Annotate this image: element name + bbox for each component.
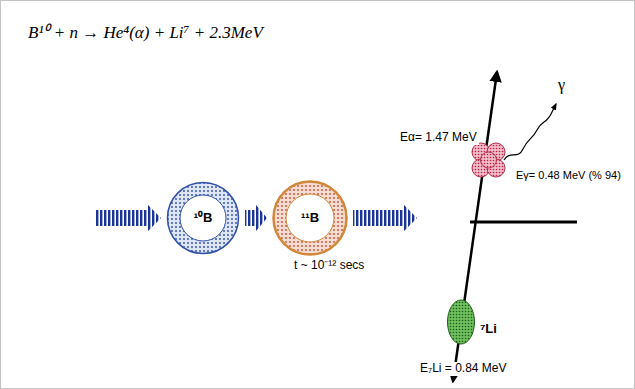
gamma-symbol: γ <box>556 76 567 94</box>
gamma-energy: Eγ= 0.48 MeV (% 94) <box>514 169 623 182</box>
nucleus-ring <box>274 182 347 255</box>
nucleon <box>481 152 497 168</box>
decay-point-bar <box>470 221 577 224</box>
capture-arrow <box>245 205 267 231</box>
nucleus-outline <box>446 298 476 346</box>
lithium-blob <box>448 300 475 344</box>
nucleus-label: ⁷Li <box>480 322 499 336</box>
gamma-wave-arrow <box>504 104 556 160</box>
boron-11-nucleus: ¹¹B <box>272 180 348 256</box>
nucleus-core <box>180 195 226 241</box>
nucleus-label: ¹¹B <box>301 211 319 225</box>
lifetime-note: t ~ 10⁻¹² secs <box>292 259 366 273</box>
alpha-energy: Eα= 1.47 MeV <box>398 131 479 145</box>
reaction-equation: B¹⁰ + n → He⁴(α) + Li⁷ + 2.3MeV <box>28 20 263 43</box>
nucleus-ring <box>168 183 239 254</box>
lithium-energy: E₇Li = 0.84 MeV <box>418 362 509 376</box>
nucleus-label: ¹⁰B <box>194 211 213 225</box>
neutron-beam-arrow <box>96 205 161 231</box>
nucleus-core <box>286 194 334 242</box>
lithium-7-nucleus: ⁷Li <box>446 298 499 346</box>
decay-arrow <box>353 205 417 231</box>
boron-10-nucleus: ¹⁰B <box>166 181 240 255</box>
alpha-particle <box>472 143 505 177</box>
